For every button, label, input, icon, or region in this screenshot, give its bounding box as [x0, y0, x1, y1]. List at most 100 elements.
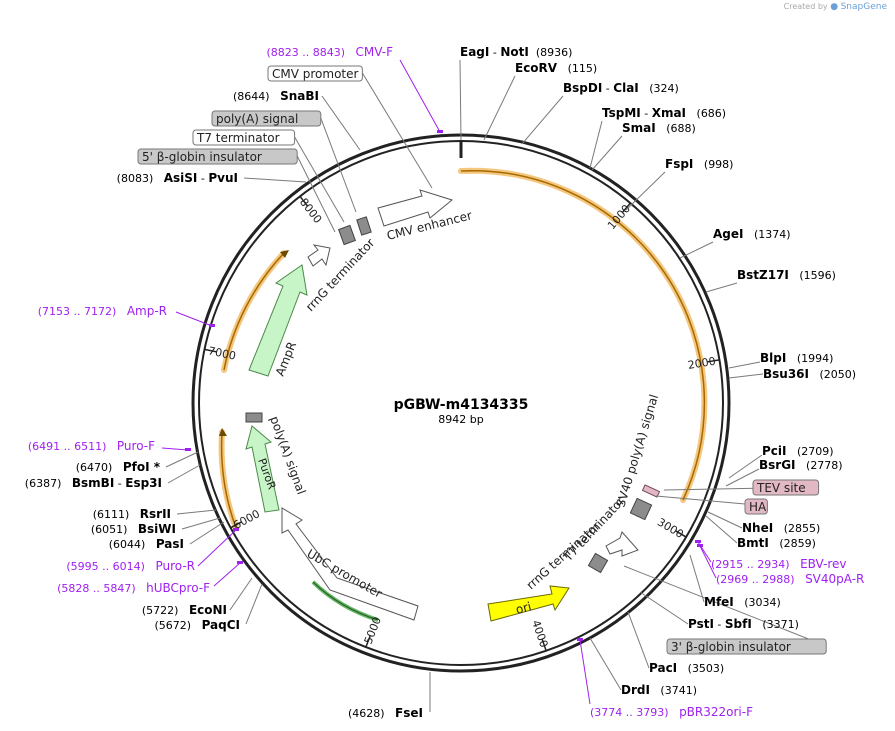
site-label-part: (2859): [769, 537, 816, 550]
site-label-part: -: [641, 107, 652, 120]
primer-name: hUBCpro-F: [146, 581, 210, 595]
plasmid-name: pGBW-m4134335: [394, 397, 529, 413]
site-label-part: -: [489, 46, 500, 59]
site-label-bsiwi: (6051) BsiWI: [91, 522, 176, 536]
tick-label: 2000: [687, 355, 717, 372]
site-label-part: FseI: [395, 706, 423, 720]
primer-leader-line: [699, 545, 717, 579]
box-leader-line: [320, 117, 357, 213]
site-leader-line: [679, 241, 714, 259]
feature-box-label-bglob5: 5' β-globin insulator: [142, 150, 262, 164]
site-label-part: SmaI: [622, 121, 656, 135]
site-label-part: TspMI: [602, 106, 641, 120]
site-label-part: PvuI: [208, 171, 238, 185]
polya-block-inner: [245, 412, 263, 423]
site-label-bsmbi: (6387) BsmBI - Esp3I: [25, 476, 162, 490]
site-label-part: (8083): [117, 172, 164, 185]
site-label-snabi: (8644) SnaBI: [233, 89, 319, 103]
site-label-part: (1374): [743, 228, 790, 241]
feature-box-bglob3: [666, 638, 827, 655]
site-label-part: (3503): [677, 662, 724, 675]
site-leader-line: [165, 451, 199, 468]
primer-range: (7153 .. 7172): [38, 305, 127, 318]
backbone-inner: [198, 140, 724, 666]
site-label-pasi: (6044) PasI: [109, 537, 184, 551]
plasmid-size: 8942 bp: [438, 413, 483, 426]
tick-mark: [365, 635, 371, 648]
site-leader-line: [707, 511, 743, 529]
site-label-part: AsiSI: [164, 171, 198, 185]
site-label-part: (8644): [233, 90, 280, 103]
site-label-eag: EagI - NotI (8936): [460, 45, 572, 59]
site-label-drdi: DrdI (3741): [621, 683, 697, 697]
primer-leader-line: [399, 59, 441, 133]
rrng-terminator-arrow-1: [307, 244, 331, 267]
site-label-bmti: BmtI (2859): [737, 536, 816, 550]
rrng-terminator-block-2: [587, 552, 609, 574]
primer-label-cmvf: (8823 .. 8843) CMV-F: [266, 45, 393, 59]
primer-range: (2915 .. 2934): [711, 558, 800, 571]
primer-label-hubc: (5828 .. 5847) hUBCpro-F: [57, 581, 210, 595]
primer-marker: [209, 324, 215, 327]
site-label-part: PaqCI: [202, 618, 240, 632]
ori-label: ori: [514, 599, 533, 617]
site-label-part: PstI: [688, 617, 714, 631]
orf-arc-main: [458, 167, 708, 503]
site-label-pcii: PciI (2709): [762, 444, 834, 458]
site-label-part: (998): [693, 158, 733, 171]
primer-name: Puro-F: [117, 439, 155, 453]
site-label-part: SnaBI: [280, 89, 319, 103]
primer-label-ebv: (2915 .. 2934) EBV-rev: [711, 557, 847, 571]
primer-range: (5828 .. 5847): [57, 582, 146, 595]
primer-label-ampr: (7153 .. 7172) Amp-R: [38, 304, 167, 318]
site-label-part: (4628): [348, 707, 395, 720]
site-label-paqci: (5672) PaqCI: [154, 618, 240, 632]
feature-box-tev: [752, 479, 820, 496]
site-leader-line: [176, 509, 217, 515]
feature-box-ha: [744, 498, 768, 515]
tick-label: 3000: [655, 516, 686, 541]
site-label-part: EagI: [460, 45, 489, 59]
site-label-part: (2709): [787, 445, 834, 458]
tev-ha-block: [641, 484, 661, 498]
site-leader-line: [589, 637, 622, 691]
site-leader-line: [639, 591, 689, 625]
site-label-bspdi: BspDI - ClaI (324): [563, 81, 679, 95]
primer-label-puror: (5995 .. 6014) Puro-R: [66, 559, 195, 573]
tick-label: 8000: [297, 196, 324, 226]
orf-arc-ampr-line: [223, 252, 285, 371]
site-label-part: BstZ17I: [737, 268, 789, 282]
site-leader-line: [705, 282, 738, 293]
site-label-part: -: [714, 618, 725, 631]
site-label-fspi: FspI (998): [665, 157, 733, 171]
site-label-part: (6111): [93, 508, 140, 521]
tick-mark: [204, 348, 217, 353]
ampr-arrow: [248, 264, 308, 377]
site-leader-line: [229, 577, 253, 611]
tick-label: 5000: [362, 615, 384, 646]
site-label-tspmi: TspMI - XmaI (686): [602, 106, 726, 120]
site-leader-line: [245, 583, 263, 625]
primer-label-sv40pa: (2969 .. 2988) SV40pA-R: [716, 572, 864, 586]
site-label-paci: PacI (3503): [649, 661, 724, 675]
site-label-part: DrdI: [621, 683, 650, 697]
site-label-part: SbfI: [725, 617, 752, 631]
site-label-part: (8936): [529, 46, 573, 59]
site-label-part: BsrGI: [759, 458, 796, 472]
site-label-part: (1596): [789, 269, 836, 282]
sv40-polya-block: [629, 497, 653, 521]
feature-box-label-ha: HA: [749, 500, 767, 514]
feature-box-label-bglob3: 3' β-globin insulator: [671, 640, 791, 654]
site-leader-line: [181, 517, 221, 530]
site-label-smai: SmaI (688): [622, 121, 696, 135]
site-leader-line: [167, 464, 201, 484]
feature-box-cmvprom: [267, 65, 363, 82]
site-label-part: (1994): [786, 352, 833, 365]
credit-prefix: Created by: [783, 2, 828, 11]
site-label-part: (688): [656, 122, 696, 135]
box-leader-line: [296, 155, 336, 233]
site-leader-line: [705, 515, 738, 544]
site-leader-line: [589, 120, 603, 169]
site-label-pfoi: (6470) PfoI *: [76, 460, 161, 474]
